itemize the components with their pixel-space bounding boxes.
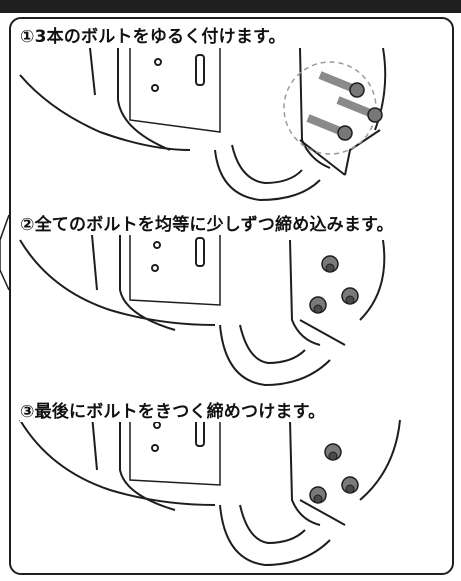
instruction-frame [9, 17, 454, 575]
panel-3-illustration [19, 414, 401, 567]
step-2-label: ②全てのボルトを均等に少しずつ締め込みます。 [20, 210, 398, 235]
panel-2-illustration [19, 234, 386, 387]
top-bar [0, 0, 461, 13]
panel-1-illustration [19, 47, 387, 202]
step-3-label: ③最後にボルトをきつく締めつけます。 [20, 397, 330, 422]
step-1-label: ①3本のボルトをゆるく付けます。 [20, 22, 290, 47]
